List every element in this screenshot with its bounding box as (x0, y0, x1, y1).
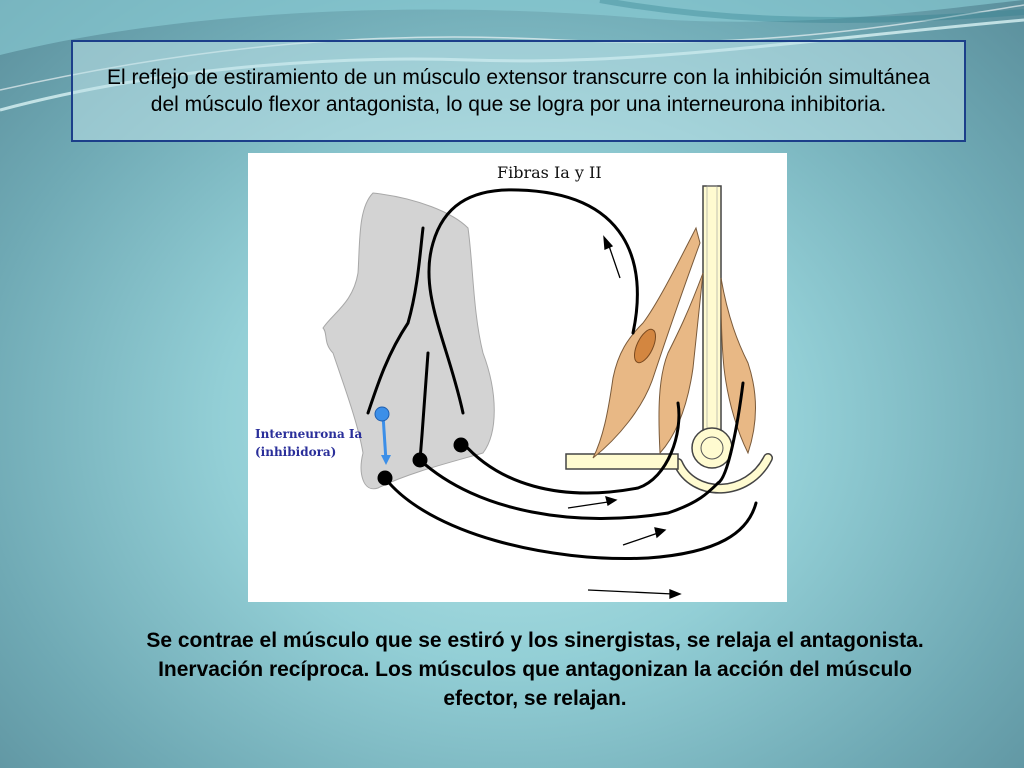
ii-branch (418, 351, 430, 462)
slide-caption: Se contrae el músculo que se estiró y lo… (146, 629, 924, 710)
interneuron-label-line2: (inhibidora) (255, 445, 337, 459)
nerve-fibers (366, 188, 758, 561)
motor-neuron-1 (377, 470, 393, 486)
afferent-fiber-ia (427, 188, 639, 415)
fibers-label: Fibras Ia y II (497, 163, 602, 182)
interneuron-label: Interneurona Ia (inhibidora) (255, 425, 362, 461)
slide-title: El reflejo de estiramiento de un músculo… (107, 66, 930, 116)
efferent-to-flexor (383, 476, 758, 561)
reflex-diagram: Fibras Ia y II Interneurona Ia (inhibido… (248, 153, 787, 602)
spinal-cord-shape (322, 192, 495, 490)
reflex-diagram-svg (322, 185, 773, 599)
interneuron-ia (374, 406, 391, 465)
motor-neuron-3 (453, 437, 469, 453)
efferent-to-extensor (461, 401, 681, 495)
title-box: El reflejo de estiramiento de un músculo… (71, 40, 966, 142)
interneuron-label-line1: Interneurona Ia (255, 427, 363, 441)
muscles (592, 226, 756, 459)
motor-neuron-2 (412, 452, 428, 468)
efferent-to-synergist (418, 381, 745, 521)
afferent-fiber-ii (366, 226, 425, 415)
direction-arrows (567, 235, 682, 599)
